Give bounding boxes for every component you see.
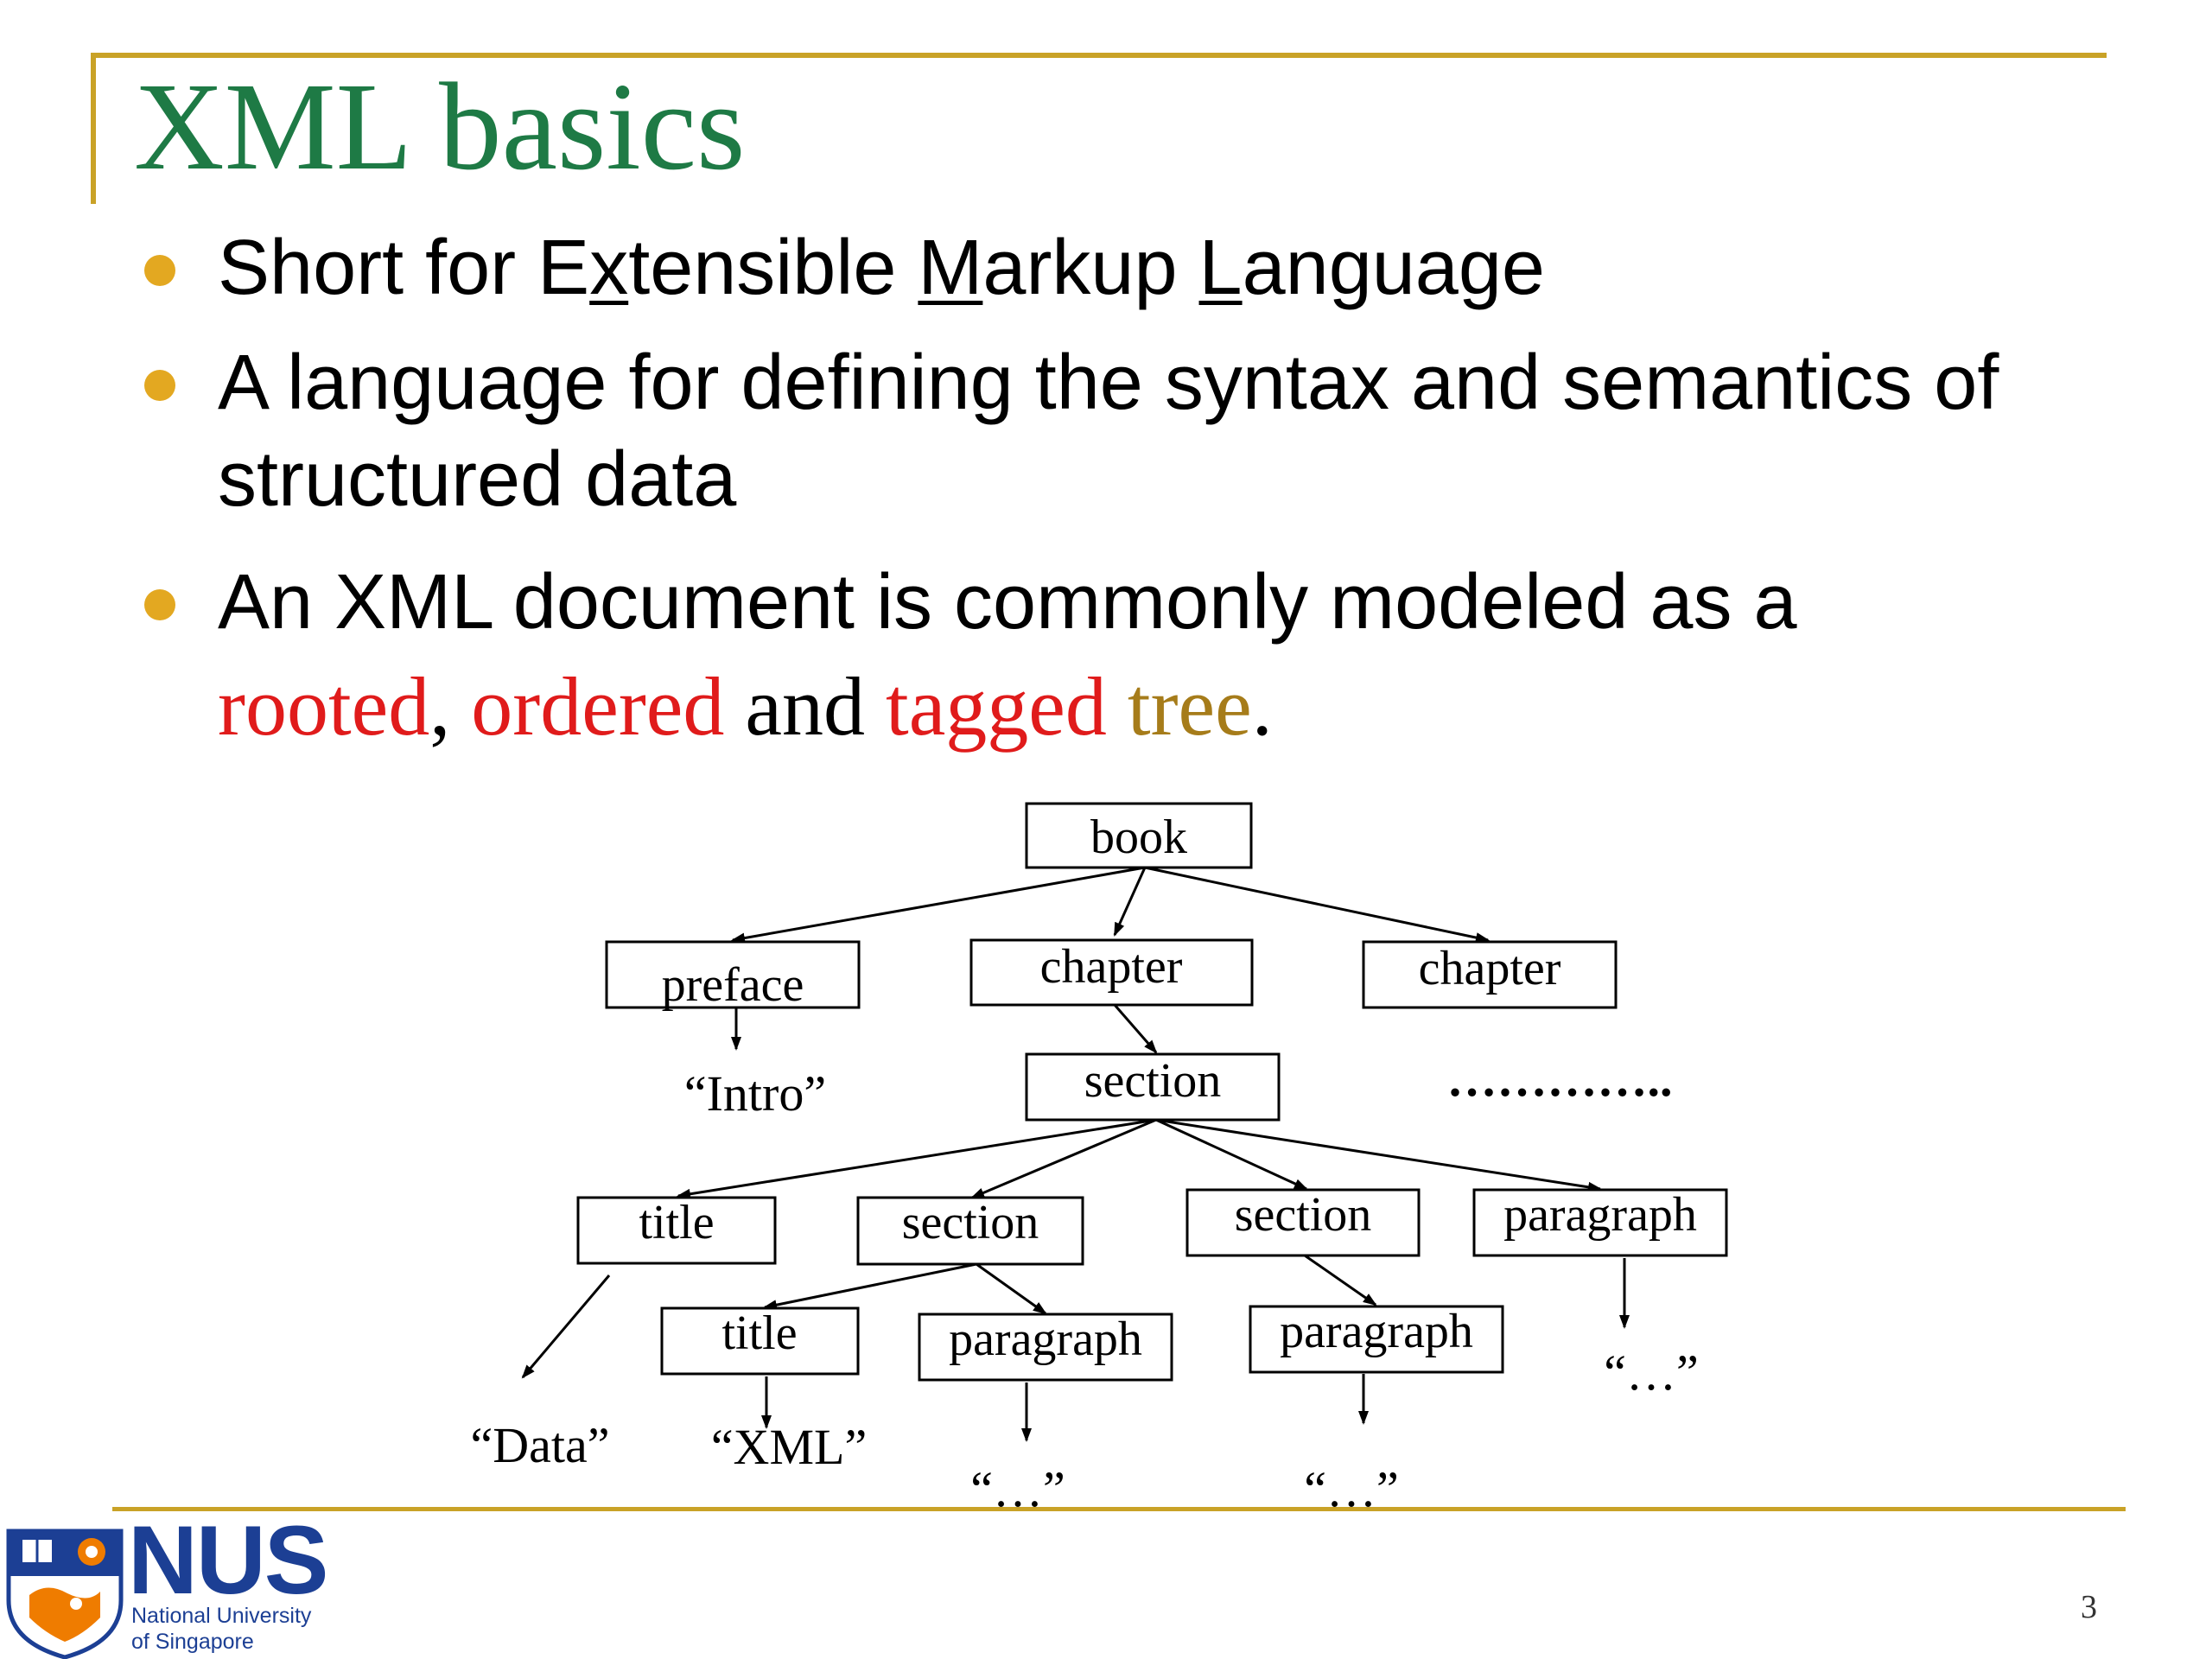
bullet-icon bbox=[144, 370, 175, 401]
edge-book-chapter2 bbox=[1144, 866, 1490, 943]
node-section-b: section bbox=[1235, 1188, 1372, 1242]
nus-subtitle-line-1: National University bbox=[131, 1604, 312, 1628]
node-title2-box bbox=[660, 1306, 860, 1376]
bullet-1-part: anguage bbox=[1242, 225, 1545, 311]
node-paragraph-a: paragraph bbox=[949, 1313, 1142, 1366]
top-accent-rule bbox=[91, 53, 2107, 58]
leaf-xml: “XML” bbox=[711, 1419, 867, 1475]
nus-wordmark: NUS bbox=[128, 1506, 328, 1614]
tree-leaf-labels: “Intro” “Data” “XML” “…” “…” “…” ………….. bbox=[471, 1051, 1699, 1517]
leaf-ellipsis-c: “…” bbox=[1604, 1344, 1699, 1401]
edge-sectionb-paragraphb bbox=[1304, 1254, 1377, 1306]
slide-title: XML basics bbox=[134, 58, 746, 196]
bullet-1-part: Short for E bbox=[218, 225, 590, 311]
bullet-2-line-1: A language for defining the syntax and s… bbox=[218, 340, 1999, 426]
node-paragraph-top-box bbox=[1472, 1188, 1728, 1257]
bullet-icon bbox=[144, 589, 175, 620]
edge-section-sectiona bbox=[970, 1118, 1157, 1199]
bullet-2-line-2: structured data bbox=[218, 436, 737, 523]
node-section-box bbox=[1025, 1052, 1281, 1122]
bullet-icon bbox=[144, 255, 175, 286]
word-tagged: tagged bbox=[886, 660, 1107, 753]
tree-node-boxes bbox=[576, 802, 1728, 1382]
edge-title1-data bbox=[521, 1274, 611, 1379]
node-sectionb-box bbox=[1185, 1188, 1421, 1257]
tree-edges bbox=[521, 866, 1630, 1442]
leaf-ellipsis-a: “…” bbox=[970, 1461, 1065, 1517]
bullet-1-text: Short for Extensible Markup Language bbox=[218, 229, 1545, 307]
node-preface: preface bbox=[662, 958, 804, 1012]
edge-book-preface bbox=[731, 866, 1146, 944]
node-section-a: section bbox=[902, 1196, 1039, 1249]
edge-sectiona-title2 bbox=[763, 1262, 977, 1311]
word-tree: tree bbox=[1127, 660, 1252, 753]
bullet-1-part: tensible bbox=[628, 225, 918, 311]
edge-book-chapter1 bbox=[1113, 867, 1147, 937]
node-title-1: title bbox=[639, 1196, 714, 1249]
node-title1-box bbox=[576, 1196, 777, 1265]
edge-section-sectionb bbox=[1155, 1118, 1308, 1191]
edge-chapter1-section bbox=[1113, 1004, 1158, 1054]
node-book-box bbox=[1025, 802, 1253, 869]
word-rooted: rooted bbox=[218, 660, 430, 753]
bullet-1-underlined-x: x bbox=[589, 225, 629, 311]
node-sectiona-box bbox=[856, 1196, 1084, 1266]
tree-node-labels: book preface chapter chapter section tit… bbox=[639, 810, 1696, 1366]
word-and: and bbox=[745, 660, 866, 753]
node-paragrapha-box bbox=[918, 1313, 1173, 1382]
bullet-1-underlined-m: M bbox=[918, 225, 983, 311]
bullet-3-line-1: An XML document is commonly modeled as a bbox=[218, 559, 1797, 645]
leaf-data: “Data” bbox=[471, 1417, 610, 1473]
node-chapter1-box bbox=[969, 938, 1254, 1007]
edge-section-title1 bbox=[677, 1118, 1157, 1199]
edge-section-paragraph bbox=[1155, 1118, 1602, 1192]
node-book: book bbox=[1090, 810, 1187, 864]
node-section-main: section bbox=[1084, 1054, 1222, 1108]
bullet-1-underlined-l: L bbox=[1198, 225, 1243, 311]
nus-crest-icon bbox=[6, 1529, 124, 1659]
node-chapter-2: chapter bbox=[1419, 942, 1561, 995]
leaf-more-dots: ………….. bbox=[1447, 1051, 1673, 1107]
word-period: . bbox=[1251, 660, 1273, 753]
bullet-3-line-2: rooted, ordered and tagged tree. bbox=[218, 665, 1273, 748]
node-paragraph-top: paragraph bbox=[1503, 1188, 1697, 1242]
bullet-1-part: arkup bbox=[982, 225, 1199, 311]
word-ordered: ordered bbox=[471, 660, 725, 753]
word-comma: , bbox=[429, 660, 451, 753]
node-chapter-1: chapter bbox=[1040, 940, 1183, 994]
edge-sectiona-paragrapha bbox=[976, 1262, 1047, 1315]
nus-logo bbox=[6, 1529, 124, 1659]
nus-subtitle-line-2: of Singapore bbox=[131, 1630, 254, 1654]
leaf-intro: “Intro” bbox=[684, 1065, 826, 1122]
node-chapter2-box bbox=[1362, 940, 1618, 1009]
node-paragraphb-box bbox=[1249, 1305, 1504, 1374]
page-number: 3 bbox=[2081, 1589, 2097, 1625]
bottom-accent-rule bbox=[112, 1507, 2126, 1511]
left-accent-rule bbox=[91, 53, 96, 204]
node-preface-box bbox=[605, 940, 861, 1009]
node-paragraph-b: paragraph bbox=[1280, 1305, 1473, 1358]
leaf-ellipsis-b: “…” bbox=[1304, 1461, 1399, 1517]
node-title-2: title bbox=[721, 1306, 797, 1360]
